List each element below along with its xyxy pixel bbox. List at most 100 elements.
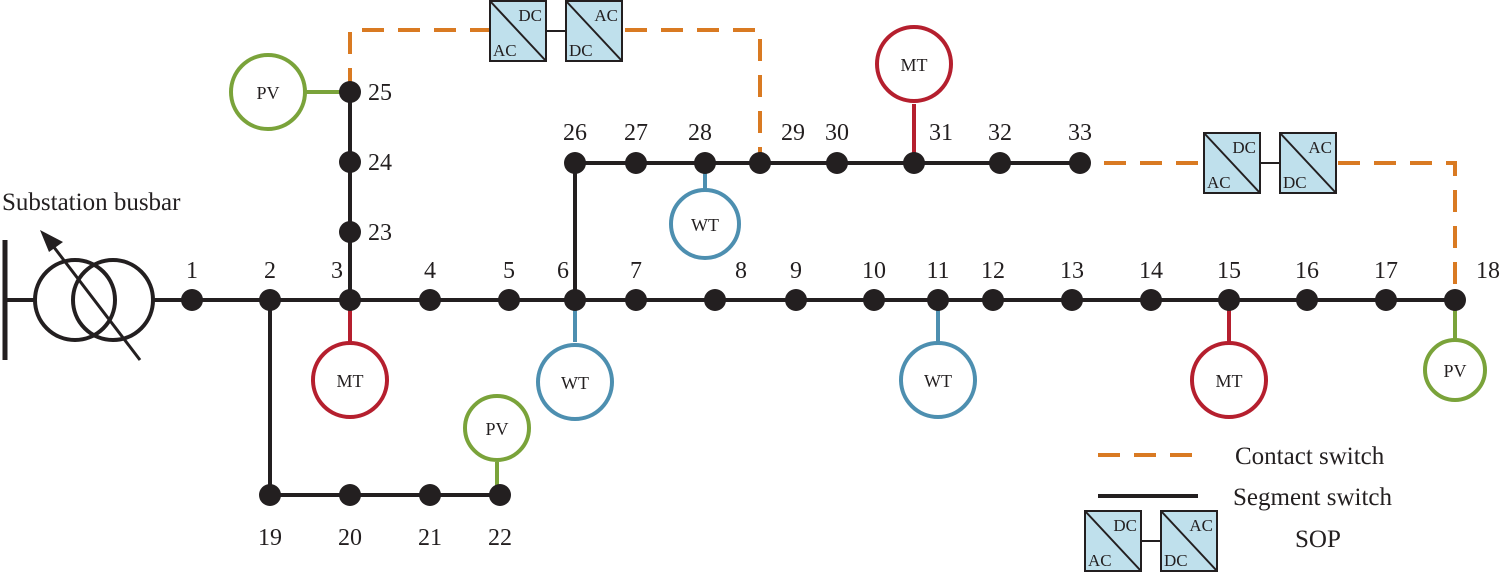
converter-top-label: AC [1189,516,1213,535]
pv-label: PV [485,419,508,439]
bus-node-30 [826,152,848,174]
mt-circle [875,25,953,103]
mt-label: MT [337,371,364,391]
bus-node-32 [989,152,1011,174]
bus-label-28: 28 [688,120,712,146]
bus-node-28 [694,152,716,174]
bus-label-1: 1 [186,258,198,284]
bus-node-20 [339,484,361,506]
bus-node-10 [863,289,885,311]
bus-label-14: 14 [1139,258,1163,284]
converter-top-label: AC [1308,138,1332,157]
bus-node-24 [339,151,361,173]
bus-node-4 [419,289,441,311]
bus-node-25 [339,81,361,103]
substation-transformer-icon [2,230,192,361]
bus-label-12: 12 [981,258,1005,284]
bus-label-30: 30 [825,120,849,146]
mt-label: MT [1216,371,1243,391]
bus-node-2 [259,289,281,311]
bus-label-19: 19 [258,525,282,551]
wt-generator-bus-28: WT [669,188,741,260]
bus-node-17 [1375,289,1397,311]
bus-label-23: 23 [368,220,392,246]
converter-bottom-label: DC [569,41,593,60]
bus-label-11: 11 [926,258,949,284]
bus-label-5: 5 [503,258,515,284]
mt-generator-bus-31: MT [875,25,953,103]
mt-generator-bus-15: MT [1190,341,1268,419]
converter-top-label: DC [1232,138,1256,157]
bus-node-1 [181,289,203,311]
bus-label-13: 13 [1060,258,1084,284]
legend-contact-label: Contact switch [1235,443,1385,470]
bus-label-7: 7 [630,258,642,284]
converter-top-label: DC [518,6,542,25]
bus-label-9: 9 [790,258,802,284]
bus-label-27: 27 [624,120,648,146]
converter-bottom-label: AC [493,41,517,60]
wt-label: WT [691,215,719,235]
substation-busbar-label: Substation busbar [2,189,181,216]
converter-bottom-label: DC [1164,551,1188,570]
bus-node-31 [903,152,925,174]
mt-generator-bus-3: MT [311,341,389,419]
bus-node-6 [564,289,586,311]
wt-circle [669,188,741,260]
wt-label: WT [924,371,952,391]
bus-label-33: 33 [1068,120,1092,146]
bus-node-7 [625,289,647,311]
bus-label-8: 8 [735,258,747,284]
mt-circle [311,341,389,419]
bus-label-10: 10 [862,258,886,284]
pv-generator-bus-22: PV [463,394,531,462]
bus-node-29 [749,152,771,174]
bus-label-32: 32 [988,120,1012,146]
pv-label: PV [256,83,279,103]
bus-label-17: 17 [1374,258,1398,284]
bus-node-33 [1069,152,1091,174]
bus-label-16: 16 [1295,258,1319,284]
wt-circle [899,341,977,419]
bus-label-20: 20 [338,525,362,551]
pv-generator-bus-18: PV [1423,338,1487,402]
pv-circle [1423,338,1487,402]
bus-label-21: 21 [418,525,442,551]
bus-node-15 [1218,289,1240,311]
converter-bottom-label: AC [1207,173,1231,192]
pv-circle [463,394,531,462]
wt-generator-bus-11: WT [899,341,977,419]
bus-label-4: 4 [424,258,436,284]
legend-segment-label: Segment switch [1233,484,1393,511]
wt-label: WT [561,373,589,393]
bus-label-15: 15 [1217,258,1241,284]
bus-node-23 [339,221,361,243]
wt-circle [536,343,614,421]
converter-top-label: DC [1113,516,1137,535]
bus-label-29: 29 [781,120,805,146]
bus-node-18 [1444,289,1466,311]
bus-node-22 [489,484,511,506]
bus-node-12 [982,289,1004,311]
bus-label-22: 22 [488,525,512,551]
converter-bottom-label: AC [1088,551,1112,570]
bus-node-8 [704,289,726,311]
bus-node-5 [498,289,520,311]
bus-label-26: 26 [563,120,587,146]
bus-node-16 [1296,289,1318,311]
converter-top-label: AC [594,6,618,25]
legend-sop-label: SOP [1295,526,1341,553]
bus-label-2: 2 [264,258,276,284]
bus-label-31: 31 [929,120,953,146]
